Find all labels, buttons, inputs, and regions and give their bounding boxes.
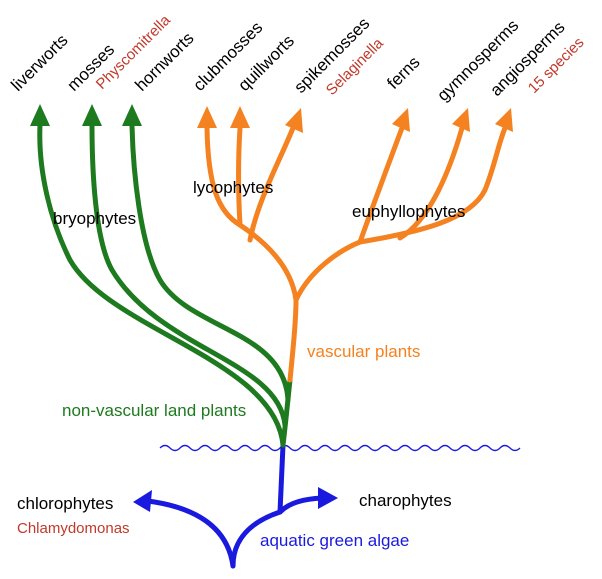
arrowhead-charophytes xyxy=(318,487,338,509)
vascular-trunk xyxy=(287,297,299,383)
label-chlorophytes: chlorophytes xyxy=(17,494,113,513)
stem-to-land xyxy=(277,442,286,515)
label-aquatic-green-algae: aquatic green algae xyxy=(260,531,409,550)
branch-to-angiosperms xyxy=(357,125,508,245)
branch-to-spikemosses xyxy=(247,125,296,243)
arrowhead-mosses xyxy=(82,104,102,126)
branch-to-quillworts xyxy=(236,125,243,228)
arrowhead-liverworts xyxy=(30,104,50,126)
algae-branches xyxy=(145,442,325,569)
note-chlamydomonas: Chlamydomonas xyxy=(17,520,130,537)
bryophyte-branches xyxy=(37,122,293,448)
water-line xyxy=(159,444,521,452)
arrowhead-hornworts xyxy=(122,104,142,126)
arrowhead-chlorophytes xyxy=(133,490,152,512)
label-bryophytes: bryophytes xyxy=(53,209,136,228)
vascular-branches xyxy=(204,125,508,383)
arrowhead-ferns xyxy=(392,108,410,132)
label-vascular-plants: vascular plants xyxy=(307,342,420,361)
branch-to-charophytes xyxy=(277,495,325,515)
label-gymnosperms: gymnosperms xyxy=(433,16,522,105)
branch-to-hornworts xyxy=(129,122,291,403)
label-lycophytes: lycophytes xyxy=(193,178,273,197)
branch-to-liverworts xyxy=(37,122,286,448)
branch-to-ferns xyxy=(357,125,405,245)
branch-to-gymnosperms xyxy=(397,125,465,241)
arrowhead-quillworts xyxy=(230,106,250,128)
label-euphyllophytes: euphyllophytes xyxy=(352,202,465,221)
euphyllophyte-stem xyxy=(293,239,363,303)
branch-to-clubmosses xyxy=(204,125,243,228)
lycophyte-stem xyxy=(237,222,299,303)
label-ferns: ferns xyxy=(383,53,423,93)
label-non-vascular-land-plants: non-vascular land plants xyxy=(62,401,246,420)
label-charophytes: charophytes xyxy=(359,491,452,510)
arrowhead-clubmosses xyxy=(197,106,217,128)
arrowhead-gymnosperms xyxy=(452,108,470,132)
branch-to-chlorophytes xyxy=(145,498,236,569)
arrowhead-spikemosses xyxy=(285,108,303,133)
label-liverworts: liverworts xyxy=(7,31,71,95)
branch-to-mosses xyxy=(89,122,288,428)
arrowhead-angiosperms xyxy=(495,108,513,132)
